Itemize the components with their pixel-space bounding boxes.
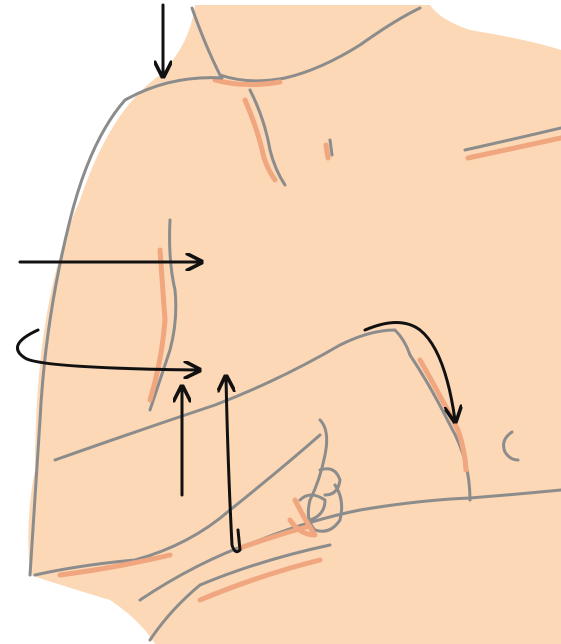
torso: [28, 5, 561, 644]
sternal-notch-shadow: [326, 145, 328, 158]
sternal-notch: [330, 140, 332, 155]
